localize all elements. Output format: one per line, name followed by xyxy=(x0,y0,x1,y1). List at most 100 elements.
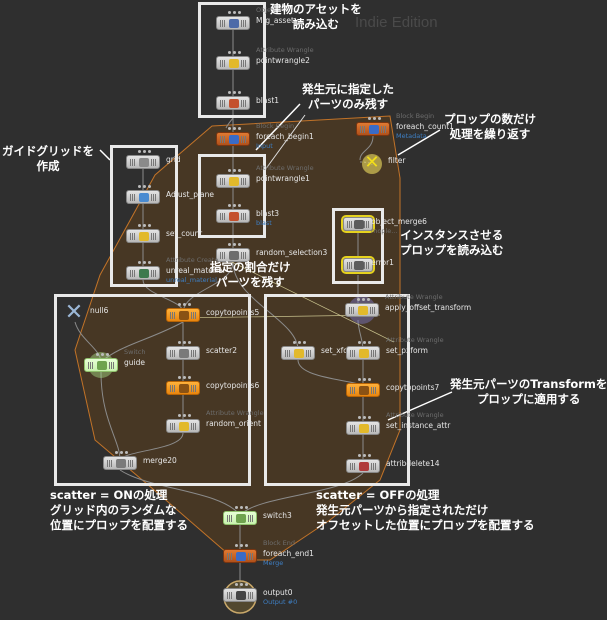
node-body[interactable] xyxy=(343,258,373,272)
node-output0[interactable]: output0 Output #0 xyxy=(223,583,297,606)
node-body[interactable] xyxy=(84,358,118,372)
node-body[interactable] xyxy=(346,421,380,435)
node-copytopoints6[interactable]: copytopoints6 xyxy=(166,376,259,395)
node-flags xyxy=(138,185,152,188)
annotation-line: 建物のアセットを xyxy=(270,2,362,16)
node-filter[interactable]: ✕ filter xyxy=(362,154,405,172)
node-foreach-count1[interactable]: Block Begin foreach_count1 Metadata xyxy=(356,112,454,140)
node-blast1[interactable]: blast1 xyxy=(216,91,279,110)
node-grid[interactable]: grid xyxy=(126,150,181,169)
annotation-keep-specified: 発生元に指定した パーツのみ残す xyxy=(302,82,394,112)
node-adjust-plane[interactable]: Adjust_plane xyxy=(126,185,214,204)
node-label: set_xform xyxy=(321,346,359,355)
block-begin-icon xyxy=(369,125,379,134)
node-body[interactable] xyxy=(166,346,200,360)
node-type: Attribute Wrangle xyxy=(385,293,443,301)
node-body[interactable] xyxy=(216,248,250,262)
node-type: Object Merge xyxy=(256,6,300,14)
annotation-box-load-asset xyxy=(198,2,266,118)
node-flags xyxy=(293,341,307,344)
wrangle-icon xyxy=(358,306,368,315)
annotation-line: 指定の割合だけ xyxy=(210,260,291,274)
node-body[interactable] xyxy=(166,308,200,322)
node-body[interactable] xyxy=(126,229,160,243)
node-body[interactable] xyxy=(223,588,257,602)
annotation-apply-transform: 発生元パーツのTransformを プロップに適用する xyxy=(450,377,607,407)
node-body[interactable] xyxy=(166,419,200,433)
annotation-box-scatter-on xyxy=(54,294,251,486)
wrangle-icon xyxy=(229,59,239,68)
node-switch3[interactable]: switch3 xyxy=(223,506,292,525)
node-error1[interactable]: error1 xyxy=(343,258,394,272)
node-pointwrangle1[interactable]: Attribute Wrangle pointwrangle1 xyxy=(216,164,314,188)
node-body[interactable] xyxy=(281,346,315,360)
node-null6[interactable]: ✕ null6 xyxy=(62,302,109,324)
node-set-count[interactable]: set_count xyxy=(126,224,202,243)
node-random-orient[interactable]: Attribute Wrangle random_orient xyxy=(166,409,264,433)
node-random-selection3[interactable]: random_selection3 xyxy=(216,243,327,262)
node-body[interactable] xyxy=(166,381,200,395)
node-body[interactable] xyxy=(126,155,160,169)
node-body[interactable] xyxy=(223,511,257,525)
node-type: Attribute Create xyxy=(166,256,219,264)
node-set-instance-attr[interactable]: Attribute Wrangle set_instance_attr xyxy=(346,411,450,435)
node-merge20[interactable]: merge20 xyxy=(103,451,177,470)
node-body[interactable] xyxy=(346,346,380,360)
node-type: Attribute Wrangle xyxy=(206,409,264,417)
node-label: grid xyxy=(166,155,181,164)
annotation-line: 発生元パーツから指定されただけ xyxy=(316,503,489,517)
node-body[interactable] xyxy=(216,56,250,70)
node-label: foreach_count1 xyxy=(396,122,454,131)
node-apply-offset-transform[interactable]: Attribute Wrangle apply_offset_transform xyxy=(345,293,471,317)
node-body[interactable] xyxy=(345,303,379,317)
node-flags xyxy=(358,416,372,419)
node-object-merge6[interactable]: object_merge6 mople... xyxy=(343,217,427,235)
node-body[interactable] xyxy=(343,217,373,231)
node-foreach-end1[interactable]: Block End foreach_end1 Merge xyxy=(223,539,314,567)
node-unreal-material[interactable]: Attribute Create unreal_material unreal_… xyxy=(126,256,225,284)
node-set-pxform[interactable]: Attribute Wrangle set_pxform xyxy=(346,336,444,360)
node-badge: mople... xyxy=(371,227,398,235)
node-label: Mrg_asset xyxy=(256,16,294,25)
node-flags xyxy=(357,298,371,301)
object-merge-icon xyxy=(229,19,239,28)
node-body[interactable] xyxy=(356,122,390,136)
node-label: foreach_begin1 xyxy=(256,132,314,141)
node-body[interactable] xyxy=(216,174,250,188)
node-mrg-asset[interactable]: Object Merge Mrg_asset xyxy=(216,6,300,30)
node-body[interactable] xyxy=(216,16,250,30)
node-body[interactable] xyxy=(223,549,257,563)
node-badge: Merge xyxy=(263,559,284,567)
node-copytopoints5[interactable]: copytopoints5 xyxy=(166,303,259,322)
annotation-line: プロップの数だけ xyxy=(444,112,536,126)
node-body[interactable] xyxy=(216,209,250,223)
node-label: merge20 xyxy=(143,456,177,465)
node-body[interactable] xyxy=(216,132,250,146)
annotation-line: 発生元に指定した xyxy=(302,82,394,96)
node-foreach-begin1[interactable]: Block Begin foreach_begin1 Input xyxy=(216,122,314,150)
wrangle-icon xyxy=(359,424,369,433)
node-badge: Metadata xyxy=(396,132,427,140)
node-copytopoints7[interactable]: copytopoints7 xyxy=(346,378,439,397)
node-attribdelete14[interactable]: attribdelete14 xyxy=(346,454,440,473)
node-type: Attribute Wrangle xyxy=(256,46,314,54)
node-body[interactable] xyxy=(126,266,160,280)
node-body[interactable] xyxy=(103,456,137,470)
merge-icon xyxy=(116,459,126,468)
switch-icon xyxy=(97,361,107,370)
blast-icon xyxy=(229,212,239,221)
node-flags xyxy=(228,11,242,14)
node-set-xform[interactable]: set_xform xyxy=(281,341,358,360)
node-guide[interactable]: Switch guide xyxy=(84,348,146,372)
node-body[interactable] xyxy=(346,383,380,397)
node-pointwrangle2[interactable]: Attribute Wrangle pointwrangle2 xyxy=(216,46,314,70)
node-label: foreach_end1 xyxy=(263,549,314,558)
node-body[interactable] xyxy=(216,96,250,110)
node-label: pointwrangle1 xyxy=(256,174,310,183)
node-blast3[interactable]: blast3 blast xyxy=(216,204,279,227)
node-body[interactable] xyxy=(346,459,380,473)
node-body[interactable] xyxy=(126,190,160,204)
node-scatter2[interactable]: scatter2 xyxy=(166,341,237,360)
copy-icon xyxy=(179,384,189,393)
node-badge: unreal_material xyxy=(166,276,217,284)
